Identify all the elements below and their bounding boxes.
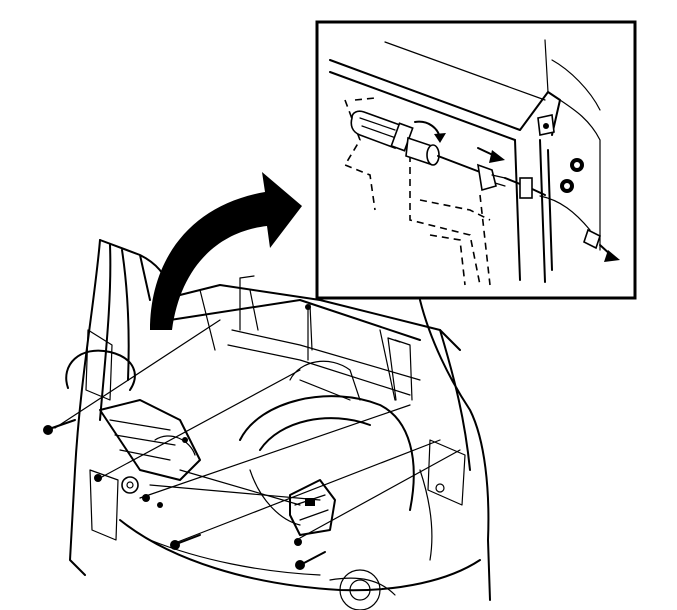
bolt-icon — [182, 437, 188, 443]
latch-bracket — [289, 479, 336, 536]
bolt-icon — [157, 502, 163, 508]
wheel-house — [239, 395, 415, 511]
fastener-leaders — [54, 275, 461, 544]
grommet-icon — [560, 179, 574, 193]
bolt-icon — [43, 419, 76, 435]
hidden-lines — [343, 97, 491, 286]
release-cable — [539, 195, 591, 231]
pull-arrow-icon — [477, 147, 505, 163]
mechanism-bracket — [99, 399, 201, 481]
right-quarter-panel — [419, 299, 491, 601]
grommet-icon — [570, 158, 584, 172]
fasteners — [43, 419, 326, 570]
floor-pan — [119, 519, 481, 592]
cable-retainer — [476, 163, 497, 192]
detail-inset — [315, 20, 637, 300]
bolt-icon — [170, 534, 201, 550]
zoom-arrow-icon — [150, 172, 302, 330]
cable-loop — [65, 349, 136, 391]
bolt-icon — [142, 494, 150, 502]
bolt-icon — [94, 474, 102, 482]
detail-inset-frame — [315, 20, 637, 300]
bolt-icon — [294, 538, 302, 546]
vehicle-body-view — [65, 239, 491, 610]
inset-panel-edge — [329, 59, 561, 141]
bolt-icon — [295, 551, 326, 570]
release-handle — [350, 110, 481, 173]
arrow-down-right-icon — [599, 244, 620, 262]
left-body-pillar — [69, 239, 130, 576]
